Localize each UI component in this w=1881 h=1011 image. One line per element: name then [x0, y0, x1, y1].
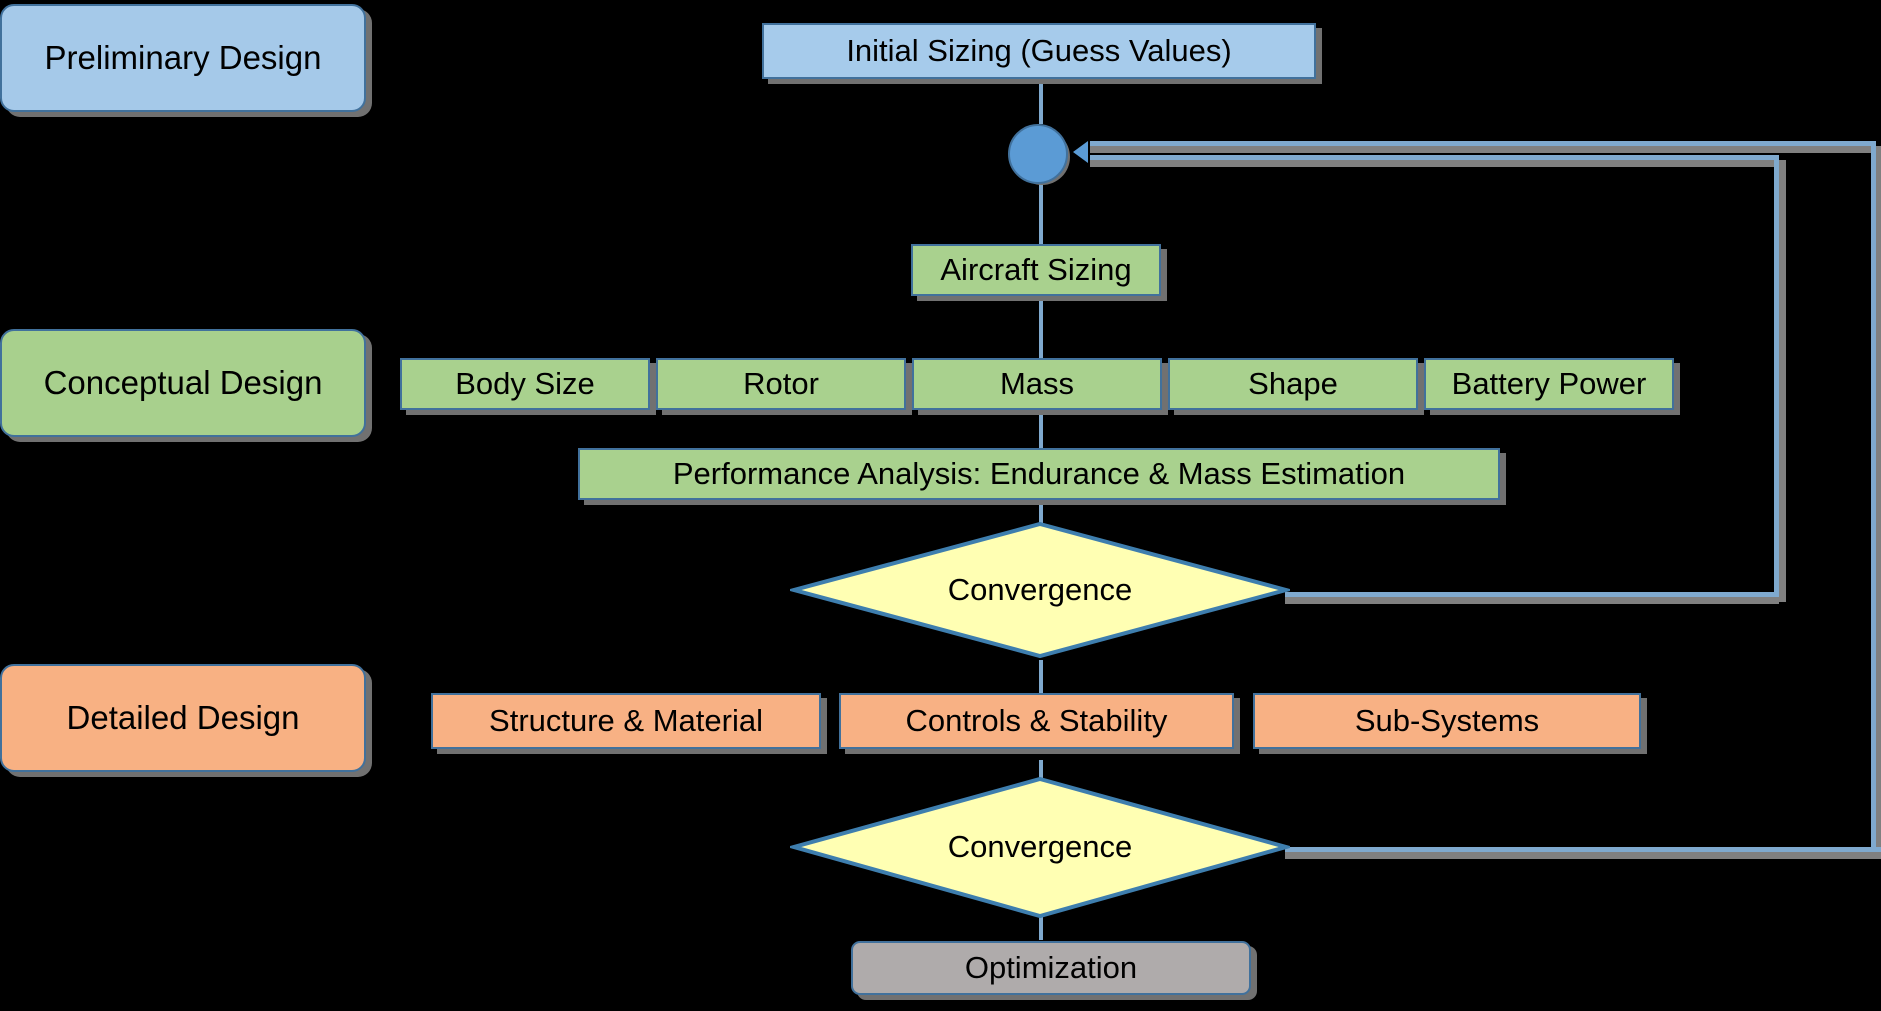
- stage-label-preliminary: Preliminary Design: [44, 38, 322, 76]
- outer-feedback-bottom: [1285, 847, 1881, 852]
- node-optimization[interactable]: Optimization: [851, 941, 1251, 995]
- stage-chip-preliminary-design[interactable]: Preliminary Design: [0, 4, 366, 112]
- shape-label: Shape: [1248, 365, 1338, 401]
- connector-convergence2-to-optimization: [1039, 910, 1043, 940]
- stage-chip-detailed-design[interactable]: Detailed Design: [0, 664, 366, 772]
- node-rotor[interactable]: Rotor: [656, 358, 906, 410]
- node-mass[interactable]: Mass: [912, 358, 1162, 410]
- controls-stability-label: Controls & Stability: [905, 702, 1168, 738]
- connector-junction-to-aircraft-sizing: [1039, 182, 1043, 244]
- outer-feedback-right: [1871, 141, 1876, 851]
- node-aircraft-sizing[interactable]: Aircraft Sizing: [911, 244, 1161, 296]
- node-battery-power[interactable]: Battery Power: [1424, 358, 1674, 410]
- structure-material-label: Structure & Material: [489, 702, 763, 738]
- node-body-size[interactable]: Body Size: [400, 358, 650, 410]
- connector-convergence1-to-detailed: [1039, 660, 1043, 698]
- node-sub-systems[interactable]: Sub-Systems: [1253, 693, 1641, 749]
- connector-initial-to-junction: [1039, 82, 1043, 124]
- node-structure-material[interactable]: Structure & Material: [431, 693, 821, 749]
- aircraft-sizing-label: Aircraft Sizing: [940, 251, 1132, 287]
- node-performance-analysis[interactable]: Performance Analysis: Endurance & Mass E…: [578, 448, 1500, 500]
- inner-feedback-top: [1090, 155, 1779, 160]
- outer-feedback-top-shadow: [1090, 146, 1881, 153]
- outer-feedback-top: [1090, 141, 1876, 146]
- inner-feedback-bottom: [1285, 592, 1779, 597]
- node-shape[interactable]: Shape: [1168, 358, 1418, 410]
- connector-performance-to-convergence1: [1039, 498, 1043, 528]
- connector-aircraft-sizing-to-items: [1039, 300, 1043, 358]
- inner-feedback-top-shadow: [1090, 160, 1786, 167]
- optimization-label: Optimization: [964, 949, 1138, 985]
- performance-analysis-label: Performance Analysis: Endurance & Mass E…: [672, 455, 1406, 491]
- battery-power-label: Battery Power: [1451, 365, 1647, 401]
- outer-feedback-right-shadow: [1876, 146, 1881, 856]
- node-controls-stability[interactable]: Controls & Stability: [839, 693, 1234, 749]
- initial-sizing-label: Initial Sizing (Guess Values): [846, 32, 1232, 68]
- mass-label: Mass: [999, 365, 1075, 401]
- node-initial-sizing[interactable]: Initial Sizing (Guess Values): [762, 23, 1316, 79]
- outer-feedback-bottom-shadow: [1285, 852, 1881, 859]
- rotor-label: Rotor: [743, 365, 819, 401]
- stage-chip-conceptual-design[interactable]: Conceptual Design: [0, 329, 366, 437]
- junction-dot-icon[interactable]: [1008, 124, 1068, 184]
- node-convergence-2[interactable]: Convergence: [790, 775, 1290, 920]
- inner-feedback-right-shadow: [1779, 160, 1786, 602]
- junction-inbound-arrow-icon: [1073, 141, 1088, 163]
- inner-feedback-right: [1774, 155, 1779, 597]
- body-size-label: Body Size: [455, 365, 595, 401]
- stage-label-detailed: Detailed Design: [66, 698, 300, 736]
- connector-detailed-to-convergence2: [1039, 760, 1043, 790]
- stage-label-conceptual: Conceptual Design: [43, 363, 323, 401]
- connector-items-to-performance: [1039, 408, 1043, 450]
- inner-feedback-bottom-shadow: [1285, 597, 1779, 604]
- sub-systems-label: Sub-Systems: [1354, 702, 1540, 738]
- node-convergence-1[interactable]: Convergence: [790, 520, 1290, 660]
